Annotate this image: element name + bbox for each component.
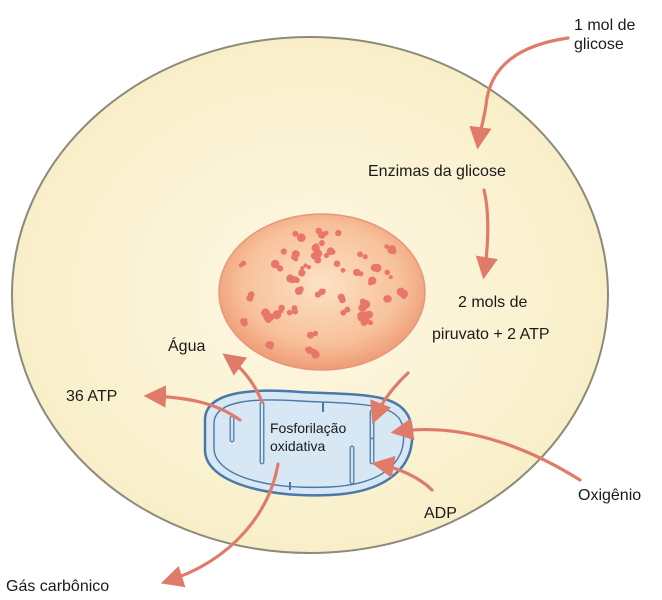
label-phosphorylation-line2: oxidativa: [270, 438, 325, 454]
label-enzymes: Enzimas da glicose: [368, 163, 506, 180]
label-phosphorylation-line1: Fosforilação: [270, 420, 346, 436]
label-co2: Gás carbônico: [6, 578, 109, 595]
label-water: Água: [168, 336, 205, 355]
label-glucose-line1: 1 mol de: [574, 17, 635, 34]
label-oxygen: Oxigênio: [578, 487, 641, 504]
chromatin-spot: [383, 295, 392, 303]
label-36-atp: 36 ATP: [66, 388, 117, 405]
label-pyruvate-line2: piruvato + 2 ATP: [432, 326, 550, 343]
label-pyruvate-line1: 2 mols de: [458, 294, 527, 311]
label-glucose-line2: glicose: [574, 36, 624, 53]
label-adp: ADP: [424, 505, 457, 522]
